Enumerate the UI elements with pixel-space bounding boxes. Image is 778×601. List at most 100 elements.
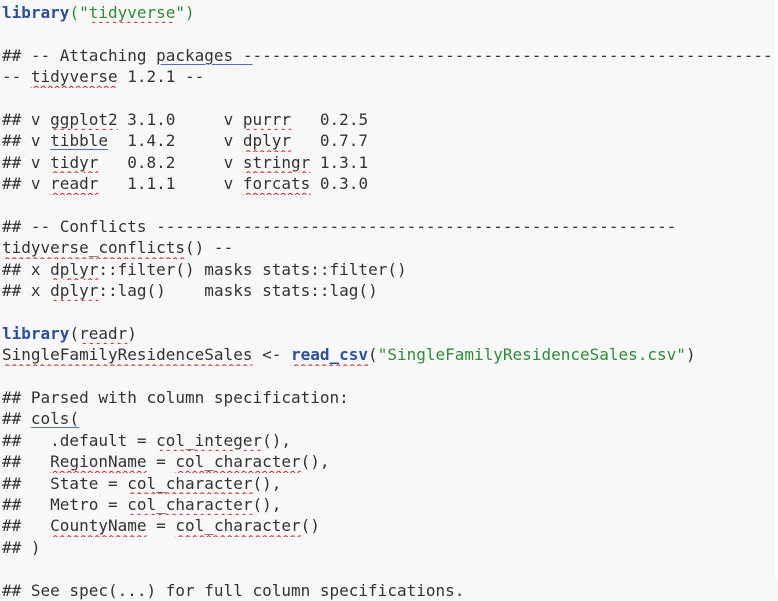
output-line-conflict-filter: ## x dplyr::filter() masks stats::filter…: [2, 259, 778, 280]
output-text: 0.8.2 v: [98, 152, 243, 172]
paren-close: ): [685, 345, 696, 365]
output-text: 3.1.0 v: [117, 109, 243, 129]
package-name: dplyr: [50, 281, 99, 301]
packages-word: packages: [156, 45, 234, 65]
output-text: (),: [300, 452, 330, 472]
package-name: purrr: [242, 109, 292, 129]
library-keyword: library: [2, 323, 70, 343]
assign-operator: <-: [252, 345, 291, 365]
output-line-packages-4: ## v readr 1.1.1 v forcats 0.3.0: [2, 173, 778, 194]
file-path-string: "SingleFamilyResidenceSales.csv": [377, 345, 686, 365]
output-line-conflicts: ## -- Conflicts ------------------------…: [2, 216, 778, 237]
output-text: ## x: [2, 259, 51, 279]
output-line-conflict-lag: ## x dplyr::lag() masks stats::lag(): [2, 280, 778, 301]
output-text: 1.3.1: [310, 152, 369, 172]
output-line-default: ## .default = col_integer(),: [2, 430, 778, 451]
package-name: readr: [50, 174, 99, 194]
output-text: ## x: [2, 281, 51, 301]
function-name: tidyverse_conflicts: [2, 238, 186, 258]
output-text: ## v: [2, 152, 51, 172]
output-line-countyname: ## CountyName = col_character(): [2, 515, 778, 536]
package-arg: readr: [79, 323, 128, 343]
output-line-packages-3: ## v tidyr 0.8.2 v stringr 1.3.1: [2, 152, 778, 173]
function-name: col_character: [175, 452, 301, 472]
package-name: stringr: [242, 152, 311, 172]
dash-rule: ----------------------------------------…: [252, 45, 778, 65]
function-name: col_integer: [156, 430, 263, 450]
tidyverse-word: tidyverse: [30, 67, 118, 87]
output-text: 0.3.0: [310, 174, 369, 194]
function-name: col_character: [127, 494, 253, 514]
read-csv-function: read_csv: [290, 345, 369, 365]
output-text: -: [233, 45, 253, 65]
package-name: tibble: [50, 131, 108, 151]
output-line-see-spec: ## See spec(...) for full column specifi…: [2, 580, 778, 601]
column-name: CountyName: [50, 516, 147, 536]
output-text: ## v: [2, 174, 51, 194]
code-line-read-csv: SingleFamilyResidenceSales <- read_csv("…: [2, 344, 778, 365]
output-line-tidyverse-version: -- tidyverse 1.2.1 --: [2, 66, 778, 87]
output-line-cols: ## cols(: [2, 408, 778, 429]
output-text: ## State =: [2, 473, 128, 493]
blank-line: [2, 366, 778, 387]
output-text: ## -- Conflicts: [2, 216, 157, 236]
output-text: () --: [185, 238, 234, 258]
blank-line: [2, 195, 778, 216]
output-text: ## Parsed with column specification:: [2, 388, 349, 408]
output-line-regionname: ## RegionName = col_character(),: [2, 451, 778, 472]
output-text: ::lag() masks stats::lag(): [98, 281, 378, 301]
paren-open: (": [69, 3, 89, 22]
package-name: dplyr: [50, 259, 99, 279]
output-text: 0.2.5: [291, 109, 369, 129]
output-text: ## ): [2, 537, 41, 557]
function-name: col_character: [175, 516, 301, 536]
variable-name: SingleFamilyResidenceSales: [2, 345, 253, 365]
package-name: forcats: [242, 174, 311, 194]
package-name: tidyr: [50, 152, 99, 172]
output-line-packages-1: ## v ggplot2 3.1.0 v purrr 0.2.5: [2, 109, 778, 130]
code-line-library-tidyverse: library("tidyverse"): [2, 2, 778, 23]
package-name: ggplot2: [50, 109, 118, 129]
output-line-close-paren: ## ): [2, 537, 778, 558]
blank-line: [2, 301, 778, 322]
paren-open: (: [69, 323, 80, 343]
output-text: =: [146, 516, 176, 536]
output-text: 0.7.7: [291, 131, 369, 151]
output-line-metro: ## Metro = col_character(),: [2, 494, 778, 515]
output-line-packages-2: ## v tibble 1.4.2 v dplyr 0.7.7: [2, 130, 778, 151]
package-arg: tidyverse: [88, 3, 176, 22]
output-text: 1.2.1 --: [117, 67, 205, 87]
library-keyword: library: [2, 3, 70, 22]
paren-open: (: [368, 345, 378, 365]
output-text: ## .default =: [2, 430, 157, 450]
output-text: =: [146, 452, 176, 472]
output-text: (),: [252, 494, 282, 514]
output-line-tidyverse-conflicts: tidyverse_conflicts() --: [2, 237, 778, 258]
blank-line: [2, 23, 778, 44]
paren-close: ): [127, 323, 137, 343]
output-line-state: ## State = col_character(),: [2, 473, 778, 494]
column-name: RegionName: [50, 452, 147, 472]
code-line-library-readr: library(readr): [2, 323, 778, 344]
output-text: (): [300, 516, 320, 536]
output-text: 1.4.2 v: [107, 131, 243, 151]
right-edge-border: [775, 0, 778, 580]
output-text: ##: [2, 409, 31, 429]
dash-rule: ----------------------------------------…: [156, 216, 677, 236]
package-name: dplyr: [242, 131, 291, 151]
output-text: ## See spec(...) for full column specifi…: [2, 580, 465, 600]
output-text: ##: [2, 516, 51, 536]
output-text: ## Metro =: [2, 494, 128, 514]
output-line-attaching: ## -- Attaching packages ---------------…: [2, 45, 778, 66]
output-line-parsed: ## Parsed with column specification:: [2, 387, 778, 408]
cols-function: cols(: [30, 409, 80, 429]
output-text: ##: [2, 452, 51, 472]
output-text: --: [2, 67, 31, 87]
paren-close: "): [175, 3, 195, 22]
output-text: ::filter() masks stats::filter(): [98, 259, 407, 279]
function-name: col_character: [127, 473, 253, 493]
output-text: (),: [262, 430, 291, 450]
blank-line: [2, 558, 778, 579]
blank-line: [2, 88, 778, 109]
